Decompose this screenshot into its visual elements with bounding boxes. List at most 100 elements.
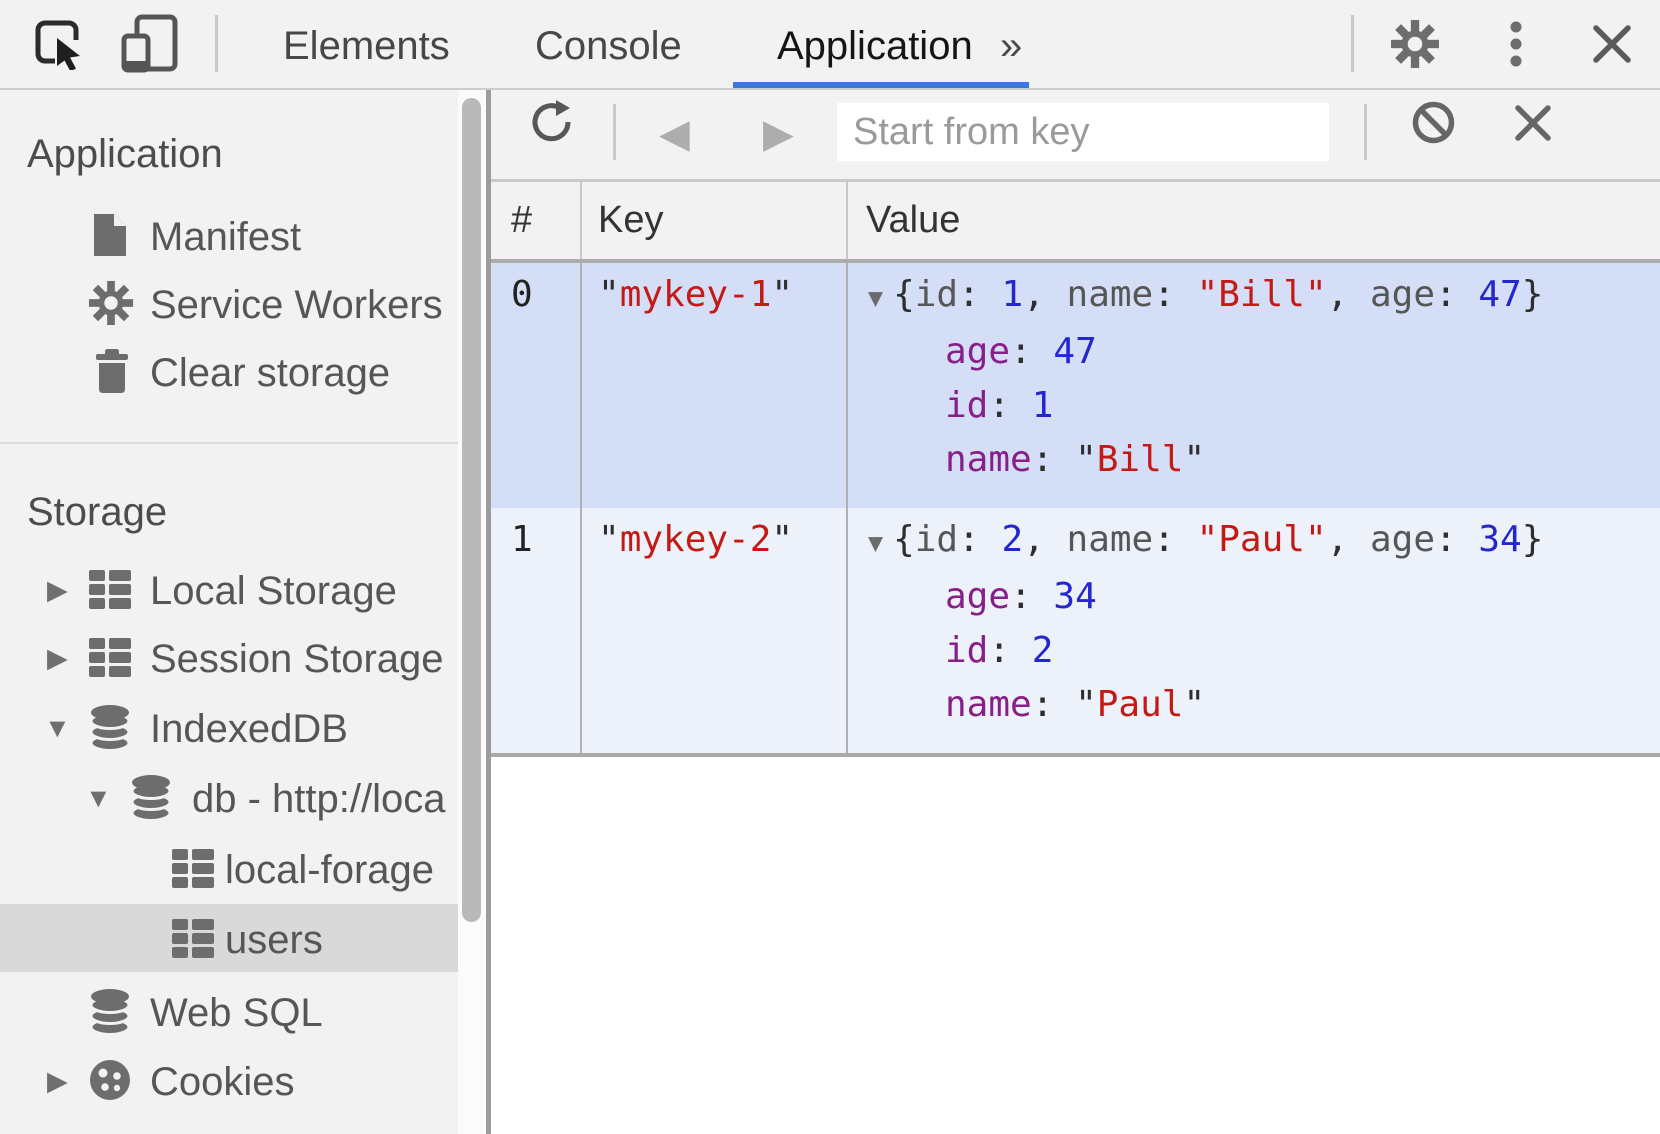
token-gk: id [914, 274, 959, 315]
row-index-cell: 0 [491, 263, 582, 508]
token-gk: age [1369, 274, 1436, 315]
database-icon [89, 705, 131, 752]
trash-icon [96, 349, 128, 393]
clear-object-store-icon[interactable] [1411, 100, 1456, 145]
table-icon [172, 919, 214, 958]
start-from-key-input[interactable] [837, 103, 1329, 161]
token-pk: id [945, 385, 989, 426]
token-pk: age [945, 576, 1011, 617]
tab-elements[interactable]: Elements [283, 24, 450, 68]
token-p: { [893, 519, 915, 560]
object-store-toolbar: ◀ ▶ [491, 90, 1660, 182]
sidebar-item-label: Web SQL [150, 991, 323, 1035]
grid-row[interactable]: 0"mykey-1"▼{id: 1, name: "Bill", age: 47… [491, 263, 1660, 508]
token-n: 1 [1031, 385, 1054, 426]
token-p: : [1435, 519, 1479, 560]
tab-bar: Elements Console Application » [0, 0, 1660, 90]
grid-header: # Key Value [491, 182, 1660, 263]
chevron-down-icon[interactable]: ▼ [85, 783, 112, 813]
grid-row[interactable]: 1"mykey-2"▼{id: 2, name: "Paul", age: 34… [491, 508, 1660, 753]
sidebar-item-web-sql[interactable]: Web SQL [0, 977, 458, 1045]
token-pk: age [945, 331, 1011, 372]
settings-gear-icon[interactable] [1390, 19, 1440, 69]
token-p: : [1010, 576, 1054, 617]
inspect-element-icon[interactable] [35, 20, 85, 70]
token-s: "Paul" [1196, 519, 1327, 560]
sidebar-item-manifest[interactable]: Manifest [0, 201, 458, 269]
chevron-right-icon[interactable]: ▶ [47, 575, 68, 605]
next-page-icon[interactable]: ▶ [763, 112, 794, 156]
sidebar-item-clear-storage[interactable]: Clear storage [0, 337, 458, 405]
token-p: : [988, 630, 1032, 671]
token-gk: age [1369, 519, 1436, 560]
token-q: " [598, 519, 620, 560]
delete-selected-icon[interactable] [1513, 103, 1553, 143]
device-toolbar-icon[interactable] [121, 14, 179, 74]
token-n: 47 [1053, 331, 1097, 372]
object-property-line: age: 47 [945, 325, 1660, 379]
sidebar-scrollbar[interactable] [458, 90, 486, 1134]
sidebar-item-users[interactable]: users [0, 904, 458, 972]
column-header-value[interactable]: Value [866, 199, 961, 241]
token-p: : [1010, 331, 1054, 372]
sidebar-item-label: IndexedDB [150, 707, 348, 751]
token-s: Bill [1096, 439, 1184, 480]
database-icon [89, 989, 131, 1036]
sidebar-item-db[interactable]: ▼ db - http://loca [0, 763, 458, 831]
column-header-key[interactable]: Key [582, 182, 848, 259]
toolbar-separator [215, 15, 218, 72]
toolbar-separator [1364, 104, 1367, 160]
token-pk: id [945, 630, 989, 671]
token-s: Paul [1096, 684, 1184, 725]
sidebar-item-label: Session Storage [150, 637, 444, 681]
sidebar-item-indexeddb[interactable]: ▼ IndexedDB [0, 693, 458, 761]
tab-console[interactable]: Console [535, 24, 682, 68]
token-s: "Bill" [1196, 274, 1327, 315]
sidebar-section-application: Application [27, 132, 223, 176]
tab-application[interactable]: Application [777, 24, 973, 68]
token-p: : [1031, 439, 1076, 480]
chevron-right-icon[interactable]: ▶ [47, 643, 68, 673]
disclosure-triangle-icon[interactable]: ▼ [868, 283, 884, 312]
token-n: 2 [1001, 519, 1024, 560]
sidebar-item-label: Manifest [150, 215, 302, 259]
panel-divider[interactable] [486, 90, 491, 1134]
more-tabs-icon[interactable]: » [1000, 24, 1023, 68]
menu-dots-icon[interactable] [1505, 20, 1527, 68]
token-pk: name [945, 439, 1032, 480]
sidebar-item-label: Service Workers [150, 283, 443, 327]
token-q: " [771, 519, 794, 560]
scrollbar-thumb[interactable] [462, 98, 481, 922]
sidebar-item-local-forage[interactable]: local-forage [0, 834, 458, 902]
cookie-icon [90, 1060, 130, 1100]
sidebar-item-cookies[interactable]: ▶ Cookies [0, 1046, 458, 1114]
sidebar-item-session-storage[interactable]: ▶ Session Storage [0, 623, 458, 691]
token-q: " [598, 274, 620, 315]
close-icon[interactable] [1591, 23, 1633, 65]
section-divider [0, 442, 458, 444]
toolbar-separator [613, 104, 616, 160]
chevron-right-icon[interactable]: ▶ [47, 1066, 68, 1096]
table-icon [89, 638, 131, 677]
sidebar-section-storage: Storage [27, 490, 168, 534]
row-key-cell: "mykey-1" [582, 263, 848, 508]
database-icon [130, 775, 172, 822]
sidebar-item-local-storage[interactable]: ▶ Local Storage [0, 555, 458, 623]
token-p: , [1326, 274, 1370, 315]
chevron-down-icon[interactable]: ▼ [44, 713, 71, 743]
refresh-icon[interactable] [529, 99, 575, 145]
sidebar-item-label: Clear storage [150, 351, 391, 395]
token-q: " [1075, 439, 1097, 480]
token-n: 34 [1053, 576, 1097, 617]
previous-page-icon[interactable]: ◀ [659, 112, 690, 156]
token-p: { [893, 274, 915, 315]
token-q: " [1183, 439, 1206, 480]
object-property-line: name: "Bill" [945, 433, 1660, 487]
sidebar-item-label: users [225, 918, 323, 962]
disclosure-triangle-icon[interactable]: ▼ [868, 528, 884, 557]
column-header-index[interactable]: # [491, 182, 582, 259]
sidebar-item-label: Cookies [150, 1060, 295, 1104]
sidebar-item-service-workers[interactable]: Service Workers [0, 269, 458, 337]
object-property-line: id: 2 [945, 624, 1660, 678]
